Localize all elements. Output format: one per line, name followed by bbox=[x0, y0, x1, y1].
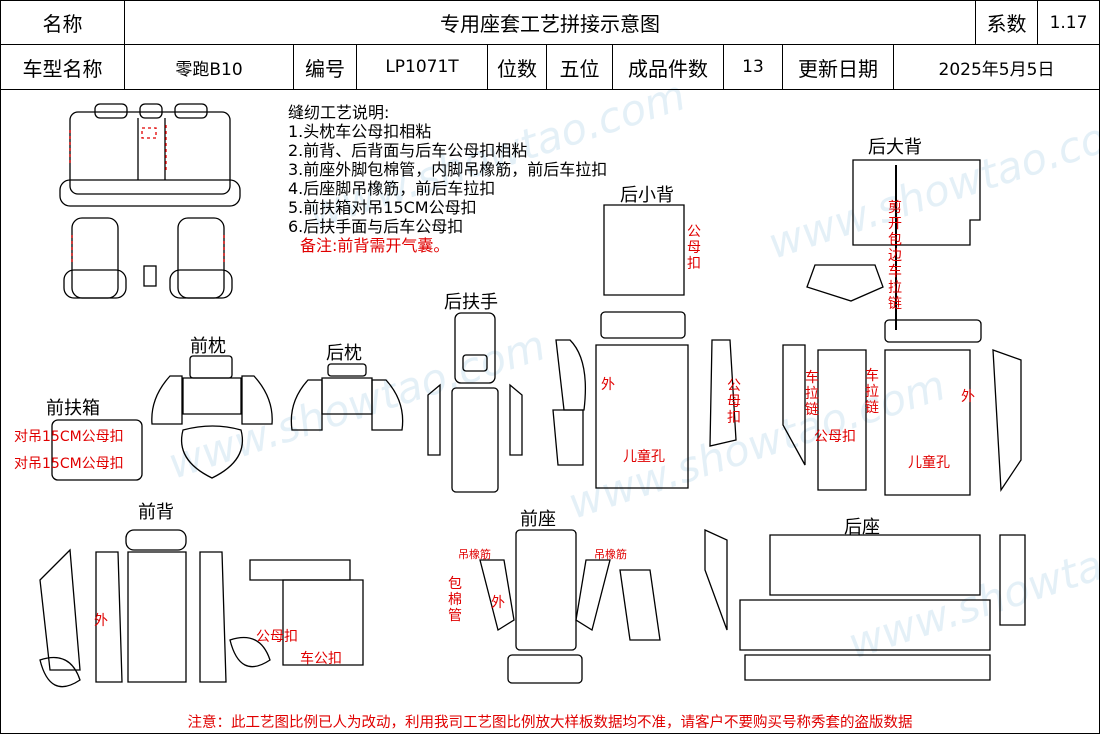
footer-notice: 注意：此工艺图比例已人为改动，利用我司工艺图比例放大样板数据均不准，请客户不要购… bbox=[187, 715, 913, 731]
annotation: 外 bbox=[94, 613, 108, 629]
section-rear-headrest: 后枕 bbox=[326, 343, 362, 364]
annotation: 对吊15CM公母扣 bbox=[14, 456, 124, 472]
front-console-pattern bbox=[51, 419, 143, 481]
seats-value: 五位 bbox=[546, 44, 613, 90]
date-label: 更新日期 bbox=[782, 44, 894, 90]
rear-seat-pattern bbox=[704, 528, 1026, 681]
notes-item: 2.前背、后背面与后车公母扣相粘 bbox=[288, 141, 528, 160]
rear-headrest-pattern bbox=[290, 363, 404, 431]
annotation: 吊橡筋 bbox=[594, 548, 627, 561]
section-rear-big-back: 后大背 bbox=[868, 137, 922, 158]
annotation: 儿童孔 bbox=[908, 455, 950, 471]
section-front-headrest: 前枕 bbox=[190, 336, 226, 357]
rear-armrest-pattern bbox=[427, 312, 523, 493]
annotation: 外 bbox=[491, 595, 505, 611]
section-front-back: 前背 bbox=[138, 502, 174, 523]
notes-remark: 备注:前背需开气囊。 bbox=[300, 236, 450, 255]
notes-item: 3.前座外脚包棉管，内脚吊橡筋，前后车拉扣 bbox=[288, 160, 608, 179]
notes-item: 4.后座脚吊橡筋，前后车拉扣 bbox=[288, 179, 496, 198]
front-headrest-pattern bbox=[151, 355, 273, 479]
annotation: 外 bbox=[601, 377, 615, 393]
annotation: 对吊15CM公母扣 bbox=[14, 429, 124, 445]
annotation: 剪开包边车拉链 bbox=[888, 200, 902, 312]
notes-item: 6.后扶手面与后车公母扣 bbox=[288, 217, 464, 236]
front-seat-pattern bbox=[479, 529, 661, 684]
annotation: 公母扣 bbox=[814, 429, 856, 445]
car-label: 车型名称 bbox=[0, 44, 125, 90]
code-label: 编号 bbox=[293, 44, 357, 90]
annotation: 车公扣 bbox=[300, 651, 342, 667]
annotation: 公母扣 bbox=[727, 378, 741, 426]
annotation: 车拉链 bbox=[865, 368, 879, 416]
notes-item: 1.头枕车公母扣相粘 bbox=[288, 122, 432, 141]
annotation: 包棉管 bbox=[448, 576, 462, 624]
rear-big-back-pattern bbox=[782, 159, 1022, 496]
annotation: 车拉链 bbox=[805, 370, 819, 418]
annotation: 吊橡筋 bbox=[458, 548, 491, 561]
notes-item: 5.前扶箱对吊15CM公母扣 bbox=[288, 198, 477, 217]
annotation: 儿童孔 bbox=[623, 449, 665, 465]
section-rear-seat: 后座 bbox=[844, 517, 880, 538]
section-front-console: 前扶箱 bbox=[46, 398, 100, 419]
section-rear-small-back: 后小背 bbox=[620, 185, 674, 206]
front-back-pattern bbox=[39, 529, 364, 688]
section-rear-armrest: 后扶手 bbox=[444, 292, 498, 313]
section-front-seat: 前座 bbox=[520, 509, 556, 530]
rear-small-back-pattern bbox=[552, 204, 737, 489]
annotation: 公母扣 bbox=[687, 224, 701, 272]
sewing-notes: 缝纫工艺说明: 1.头枕车公母扣相粘 2.前背、后背面与后车公母扣相粘 3.前座… bbox=[288, 103, 607, 255]
annotation: 公母扣 bbox=[256, 629, 298, 645]
seat-overview-diagram bbox=[59, 103, 241, 299]
coef-label: 系数 bbox=[975, 0, 1038, 45]
notes-title: 缝纫工艺说明: bbox=[288, 103, 390, 122]
annotation: 外 bbox=[961, 389, 975, 405]
